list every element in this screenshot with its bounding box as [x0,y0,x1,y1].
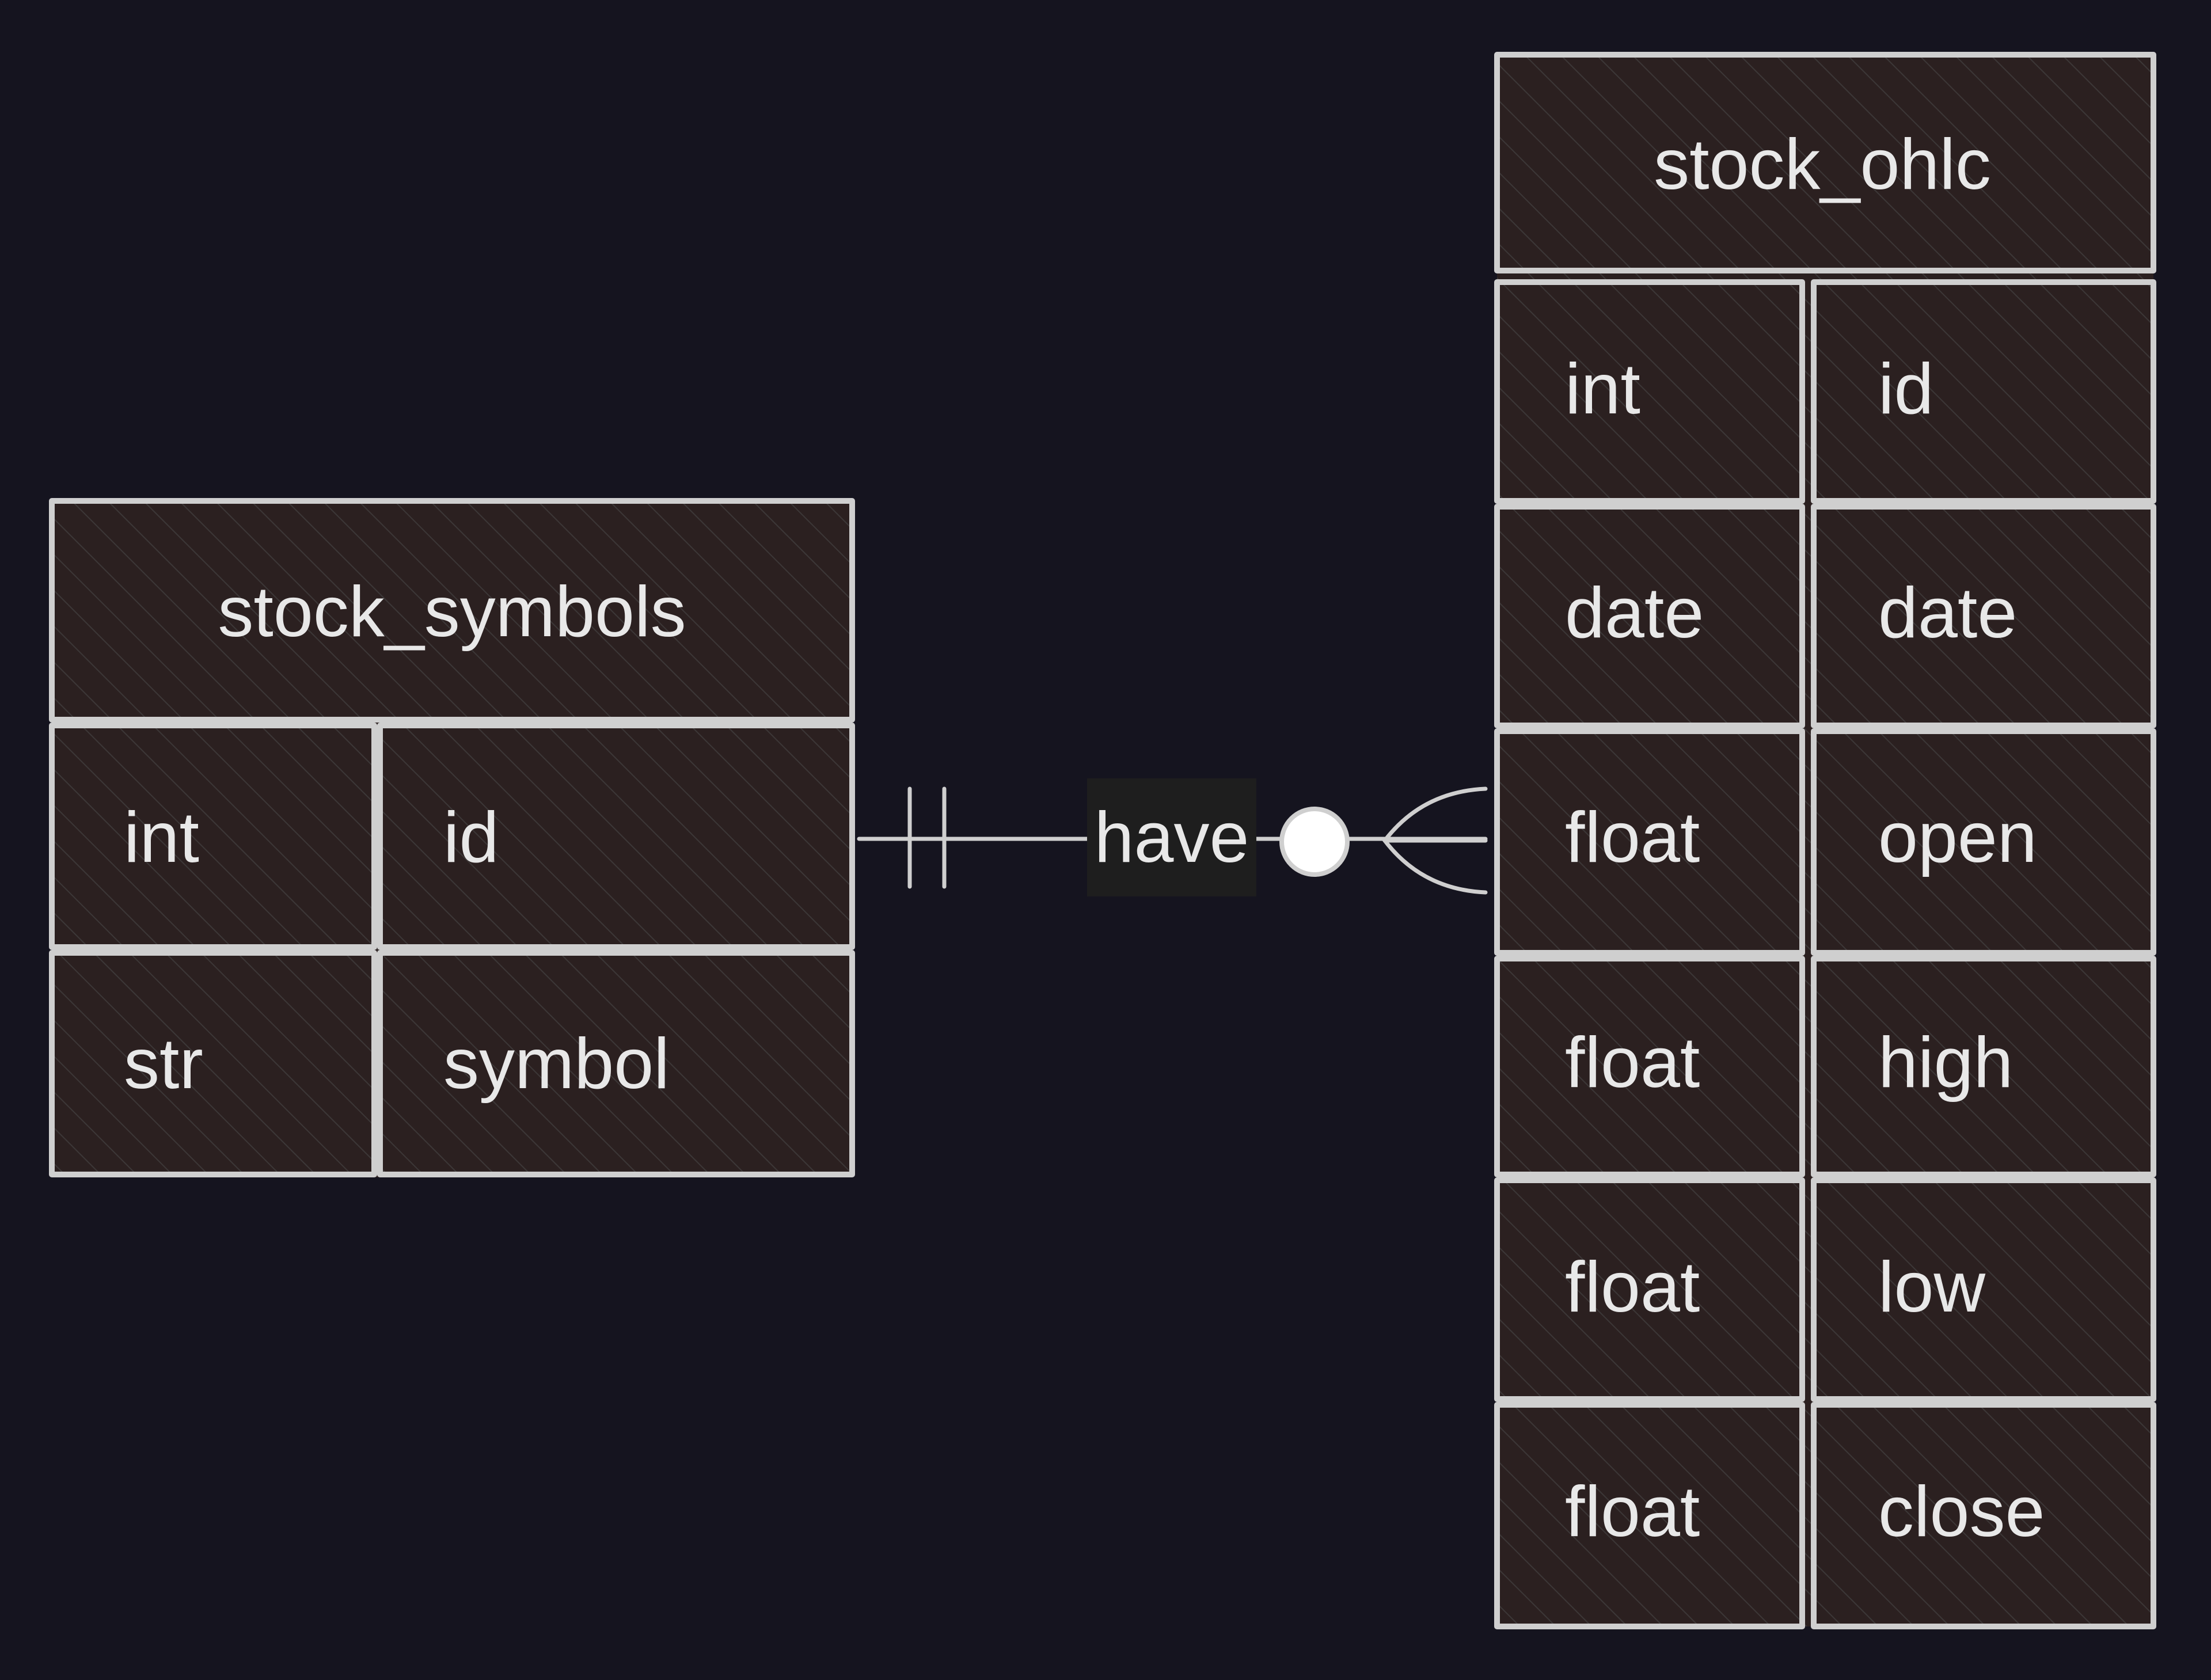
entity-title: stock_ohlc [1654,125,1991,204]
attribute-type: float [1565,798,1700,877]
entity-stock-ohlc[interactable]: stock_ohlc int id date date float open [1494,52,2156,1629]
attribute-name-cell [1811,1402,2156,1629]
attribute-type-cell [1494,504,1805,728]
attribute-type-cell [1494,956,1805,1177]
entity-header: stock_ohlc [1494,52,2156,273]
attribute-name-cell [377,950,855,1177]
attribute-type: float [1565,1023,1700,1103]
attribute-row[interactable]: float close [1494,1402,2156,1629]
attribute-row[interactable]: float open [1494,728,2156,956]
attribute-name: id [1878,349,1934,429]
entity-header: stock_symbols [49,498,855,723]
attribute-name-cell [1811,956,2156,1177]
attribute-row[interactable]: float low [1494,1177,2156,1402]
zero-circle-marker [1279,807,1350,877]
entity-header-border [49,498,855,723]
attribute-type-cell [1494,1402,1805,1629]
entity-hatch [1497,55,2153,1626]
attribute-name-cell [1811,1177,2156,1402]
entity-hatch [52,501,852,1177]
attribute-name-cell [377,723,855,950]
attribute-type-cell [1494,1177,1805,1402]
attribute-name-cell [1811,279,2156,504]
attribute-row[interactable]: int id [1494,279,2156,504]
attribute-name: low [1878,1248,1986,1327]
attribute-type-cell [1494,728,1805,956]
relationship-label-bg [1087,778,1256,896]
attribute-name: close [1878,1472,2045,1552]
attribute-type: float [1565,1248,1700,1327]
attribute-name: symbol [443,1024,670,1104]
entity-stock-symbols[interactable]: stock_symbols int id str symbol [49,498,855,1177]
attribute-type: date [1565,573,1704,653]
attribute-row[interactable]: str symbol [49,950,855,1177]
attribute-name: id [443,798,499,877]
attribute-name-cell [1811,728,2156,956]
attribute-name: high [1878,1023,2013,1103]
relationship-label: have [1095,798,1249,877]
attribute-type-cell [49,723,377,950]
attribute-type: str [124,1024,203,1104]
attribute-name: date [1878,573,2017,653]
entity-title: stock_symbols [218,572,686,652]
attribute-type: int [1565,349,1640,429]
attribute-row[interactable]: int id [49,723,855,950]
attribute-row[interactable]: float high [1494,956,2156,1177]
attribute-type: int [124,798,199,877]
entity-header-border [1494,52,2156,273]
attribute-name-cell [1811,504,2156,728]
attribute-row[interactable]: date date [1494,504,2156,728]
relationship-have[interactable]: have [857,778,1488,896]
attribute-type-cell [49,950,377,1177]
attribute-type-cell [1494,279,1805,504]
attribute-type: float [1565,1472,1700,1552]
attribute-name: open [1878,798,2037,877]
